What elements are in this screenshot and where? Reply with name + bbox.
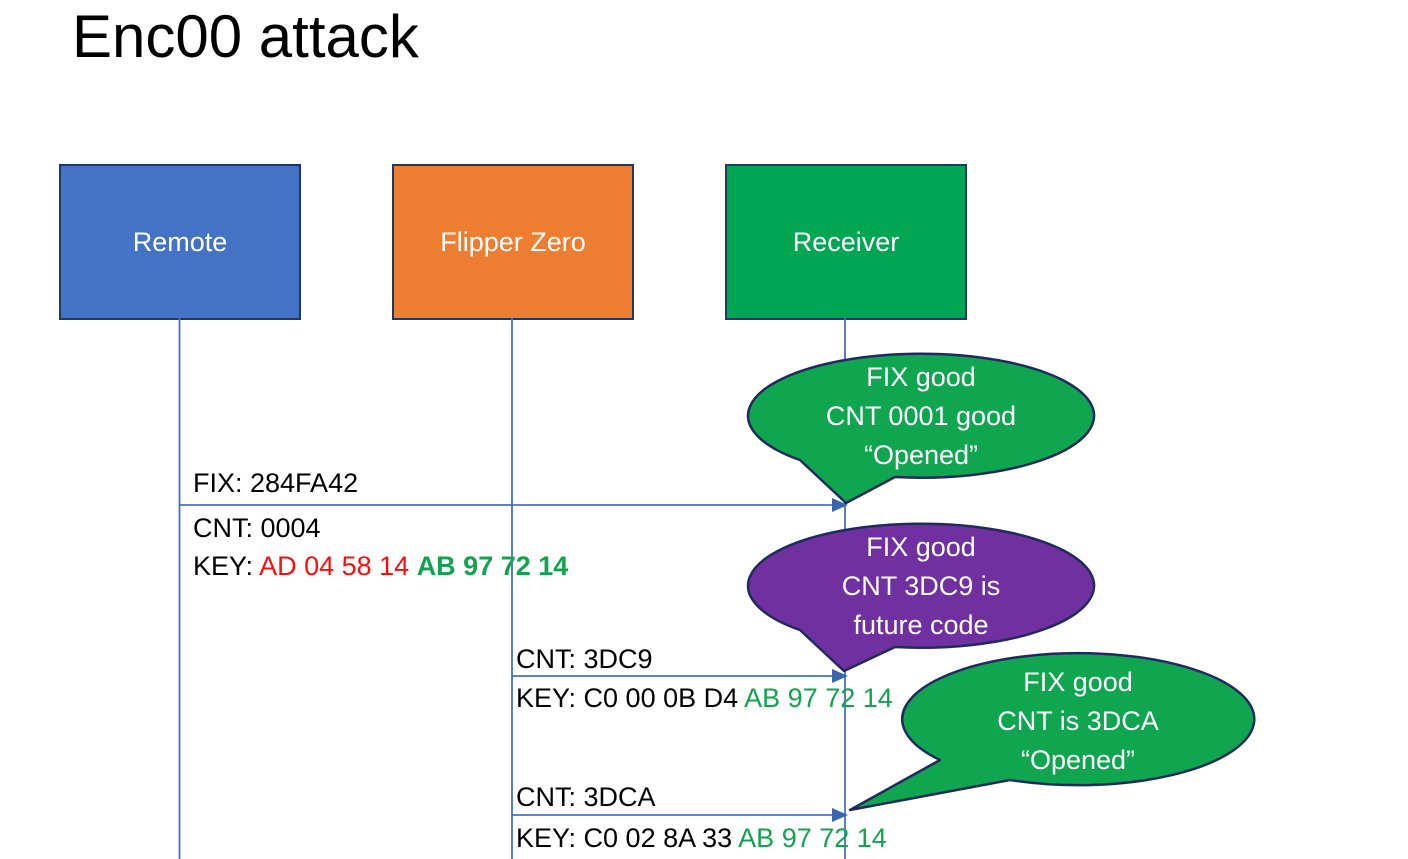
message-2-cnt-label: CNT: 3DC9 xyxy=(516,642,653,676)
message-2-key-prefix: KEY: C0 00 0B D4 xyxy=(516,683,745,713)
message-3-key-label: KEY: C0 02 8A 33 AB 97 72 14 xyxy=(516,821,887,855)
speech-bubble-2 xyxy=(746,522,1096,673)
message-arrow-1-head xyxy=(832,498,848,512)
callout-3-text: FIX good CNT is 3DCA “Opened” xyxy=(902,663,1254,780)
message-3-cnt-label: CNT: 3DCA xyxy=(516,780,656,814)
message-1-key-changed-bytes: AD 04 58 14 xyxy=(259,551,417,581)
message-1-key-prefix: KEY: xyxy=(193,551,260,581)
slide-title: Enc00 attack xyxy=(72,3,419,70)
callout-3-line-2: CNT is 3DCA xyxy=(997,706,1159,736)
message-2-cnt-text: CNT: 3DC9 xyxy=(516,644,653,674)
message-3-key-fixed-bytes: AB 97 72 14 xyxy=(738,823,887,853)
actor-box-receiver: Receiver xyxy=(725,164,967,320)
actor-box-flipper-zero: Flipper Zero xyxy=(392,164,634,320)
callout-3-line-1: FIX good xyxy=(1023,667,1133,697)
message-arrow-2-head xyxy=(832,669,848,683)
message-2-key-label: KEY: C0 00 0B D4 AB 97 72 14 xyxy=(516,681,893,715)
callout-3-line-3: “Opened” xyxy=(1020,745,1136,775)
callout-1-line-2: CNT 0001 good xyxy=(825,401,1017,431)
message-3-cnt-text: CNT: 3DCA xyxy=(516,782,656,812)
callout-2-line-1: FIX good xyxy=(866,532,976,562)
callout-1-line-3: “Opened” xyxy=(863,440,979,470)
actor-label-receiver: Receiver xyxy=(792,226,900,257)
message-1-fix-text: FIX: 284FA42 xyxy=(193,468,359,498)
speech-bubble-3 xyxy=(848,651,1256,812)
message-1-key-label: KEY: AD 04 58 14 AB 97 72 14 xyxy=(193,549,568,583)
actor-label-remote: Remote xyxy=(132,226,228,257)
message-1-cnt-text: CNT: 0004 xyxy=(193,513,321,543)
callout-1-line-1: FIX good xyxy=(866,362,976,392)
speech-bubble-1 xyxy=(746,352,1096,505)
message-arrow-3-head xyxy=(832,808,848,822)
callout-2-line-3: future code xyxy=(853,610,989,640)
callout-1-text: FIX good CNT 0001 good “Opened” xyxy=(745,358,1097,475)
message-3-key-prefix: KEY: C0 02 8A 33 xyxy=(516,823,739,853)
actor-label-flipper-zero: Flipper Zero xyxy=(440,226,586,257)
message-1-key-fixed-bytes: AB 97 72 14 xyxy=(416,551,569,581)
message-1-cnt-label: CNT: 0004 xyxy=(193,511,321,545)
message-1-fix-label: FIX: 284FA42 xyxy=(193,466,358,500)
callout-2-line-2: CNT 3DC9 is xyxy=(841,571,1001,601)
message-2-key-fixed-bytes: AB 97 72 14 xyxy=(744,683,893,713)
callout-2-text: FIX good CNT 3DC9 is future code xyxy=(745,528,1097,645)
actor-box-remote: Remote xyxy=(59,164,301,320)
